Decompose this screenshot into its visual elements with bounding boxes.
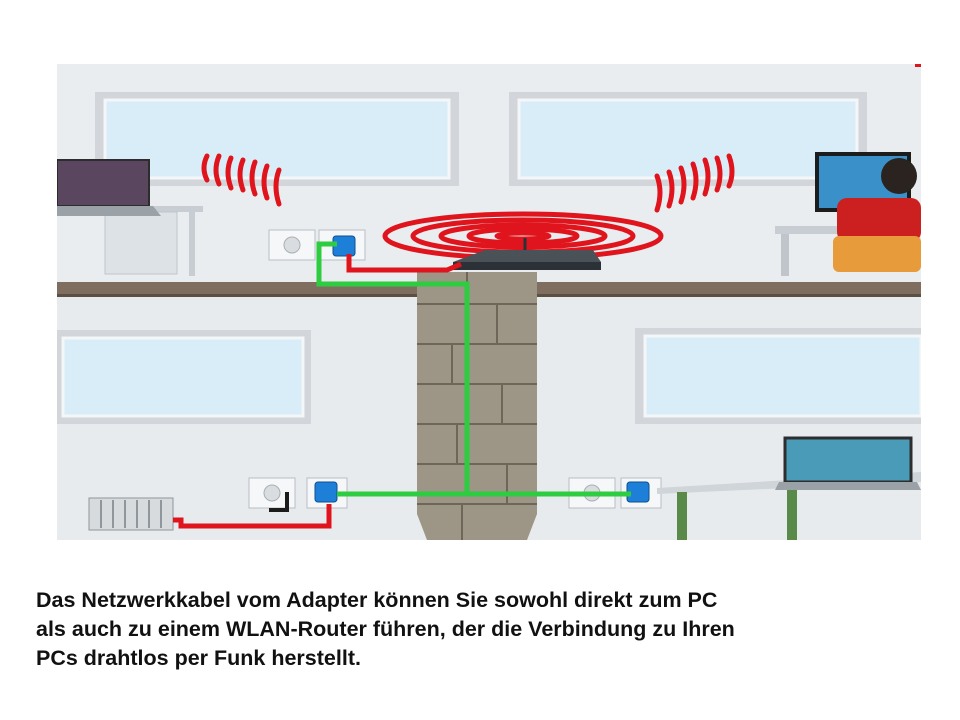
power-cable-upper bbox=[346, 254, 462, 273]
caption-text: Das Netzwerkkabel vom Adapter können Sie… bbox=[36, 586, 916, 673]
caption-line-1: Das Netzwerkkabel vom Adapter können Sie… bbox=[36, 588, 718, 612]
heater bbox=[88, 497, 174, 531]
wifi-signal-left bbox=[201, 153, 282, 207]
power-cable-lower bbox=[173, 504, 332, 529]
window-lower-left bbox=[57, 330, 311, 424]
wlan-router bbox=[453, 238, 601, 270]
laptop-lower-right bbox=[775, 436, 921, 490]
power-cable-black bbox=[269, 492, 289, 512]
powerline-adapter-lower-left bbox=[306, 477, 348, 509]
window-upper-left bbox=[95, 92, 459, 186]
laptop-upper-left bbox=[57, 159, 161, 216]
ethernet-cable-upper bbox=[316, 241, 470, 494]
window-lower-right bbox=[635, 328, 921, 424]
person-at-pc bbox=[833, 158, 921, 272]
caption-line-2: als auch zu einem WLAN-Router führen, de… bbox=[36, 617, 735, 641]
wifi-signal-right bbox=[654, 153, 735, 213]
wall-socket-upper bbox=[268, 229, 316, 261]
stone-column bbox=[417, 272, 537, 540]
window-upper-right bbox=[509, 92, 867, 186]
powerline-network-illustration bbox=[57, 64, 921, 540]
caption-line-3: PCs drahtlos per Funk herstellt. bbox=[36, 646, 361, 670]
